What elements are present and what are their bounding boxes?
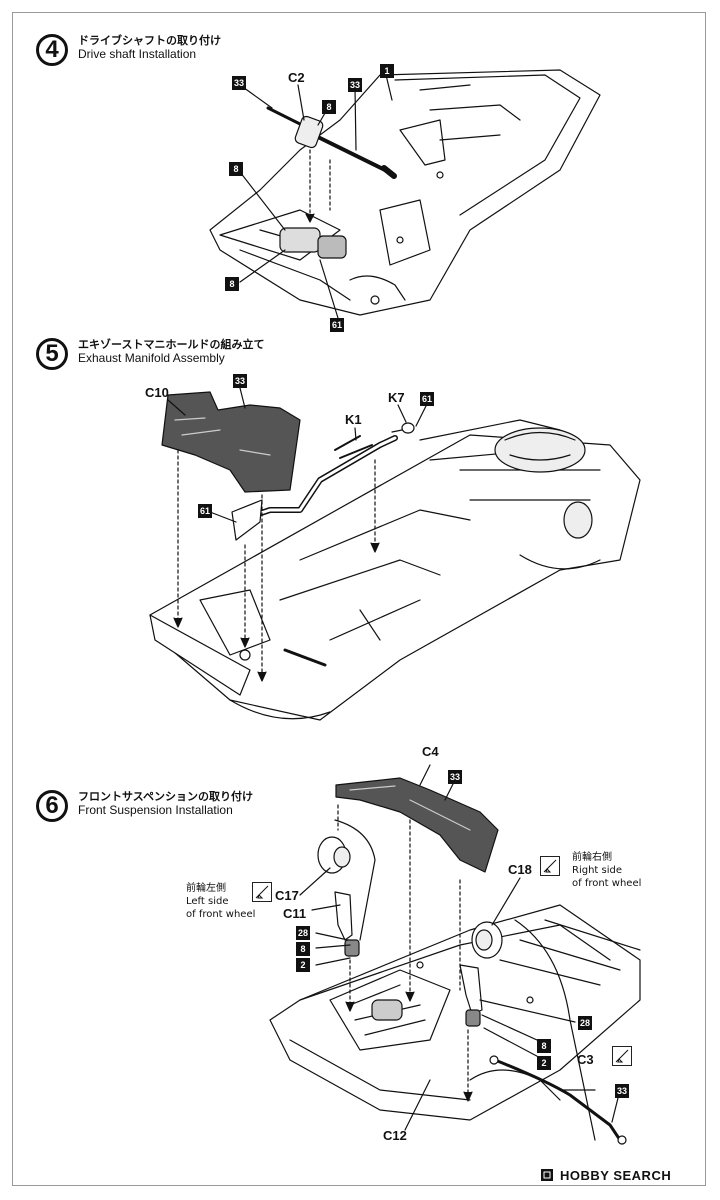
part-box-8: 8 <box>225 277 239 291</box>
cement-icon <box>252 882 272 902</box>
left-wheel-note: 前輪左側 Left side of front wheel <box>186 882 255 921</box>
part-label-k7: K7 <box>388 390 405 405</box>
step5-title-en: Exhaust Manifold Assembly <box>78 351 225 365</box>
step5-title-jp: エキゾーストマニホールドの組み立て <box>78 338 265 351</box>
step4-drawing <box>209 69 601 319</box>
part-box-8: 8 <box>296 942 310 956</box>
step4-title-en: Drive shaft Installation <box>78 47 197 61</box>
part-box-33: 33 <box>348 78 362 92</box>
part-box-8: 8 <box>229 162 243 176</box>
part-box-33: 33 <box>615 1084 629 1098</box>
cement-icon <box>540 856 560 876</box>
part-box-33: 33 <box>233 374 247 388</box>
cement-glyph-icon <box>255 885 269 899</box>
part-label-k1: K1 <box>345 412 362 427</box>
cement-icon <box>612 1046 632 1066</box>
brand-name: HOBBY SEARCH <box>560 1168 672 1183</box>
part-label-c18: C18 <box>508 862 532 877</box>
part-label-c10: C10 <box>145 385 169 400</box>
right-wheel-note-en1: Right side <box>572 865 622 876</box>
left-wheel-note-en2: of front wheel <box>186 909 256 920</box>
part-label-c2: C2 <box>288 70 305 85</box>
part-label-c4: C4 <box>422 744 439 759</box>
step6-title-en: Front Suspension Installation <box>78 803 233 817</box>
page-frame <box>12 12 706 1186</box>
part-box-2: 2 <box>537 1056 551 1070</box>
part-box-8: 8 <box>322 100 336 114</box>
step6-title-jp: フロントサスペンションの取り付け <box>78 790 254 803</box>
step5-drawing <box>149 387 641 721</box>
step4-title-jp: ドライブシャフトの取り付け <box>78 34 221 47</box>
part-box-33: 33 <box>448 770 462 784</box>
right-wheel-note-jp: 前輪右側 <box>572 852 612 863</box>
part-box-33: 33 <box>232 76 246 90</box>
part-box-61: 61 <box>420 392 434 406</box>
cement-glyph-icon <box>615 1049 629 1063</box>
part-label-c12: C12 <box>383 1128 407 1143</box>
step-number-4: 4 <box>36 34 68 66</box>
part-box-61: 61 <box>330 318 344 332</box>
right-wheel-note: 前輪右側 Right side of front wheel <box>572 851 641 890</box>
left-wheel-note-jp: 前輪左側 <box>186 883 226 894</box>
part-box-28: 28 <box>296 926 310 940</box>
part-box-2: 2 <box>296 958 310 972</box>
part-label-c17: C17 <box>275 888 299 903</box>
cement-glyph-icon <box>543 859 557 873</box>
part-box-28: 28 <box>578 1016 592 1030</box>
hobby-search-logo-icon <box>541 1169 553 1181</box>
part-box-61: 61 <box>198 504 212 518</box>
step-number-5: 5 <box>36 338 68 370</box>
left-wheel-note-en1: Left side <box>186 896 229 907</box>
step6-drawing <box>269 764 641 1145</box>
step-number-6: 6 <box>36 790 68 822</box>
part-box-1: 1 <box>380 64 394 78</box>
part-box-8: 8 <box>537 1039 551 1053</box>
right-wheel-note-en2: of front wheel <box>572 878 642 889</box>
part-label-c11: C11 <box>283 906 307 921</box>
part-label-c3: C3 <box>577 1052 594 1067</box>
